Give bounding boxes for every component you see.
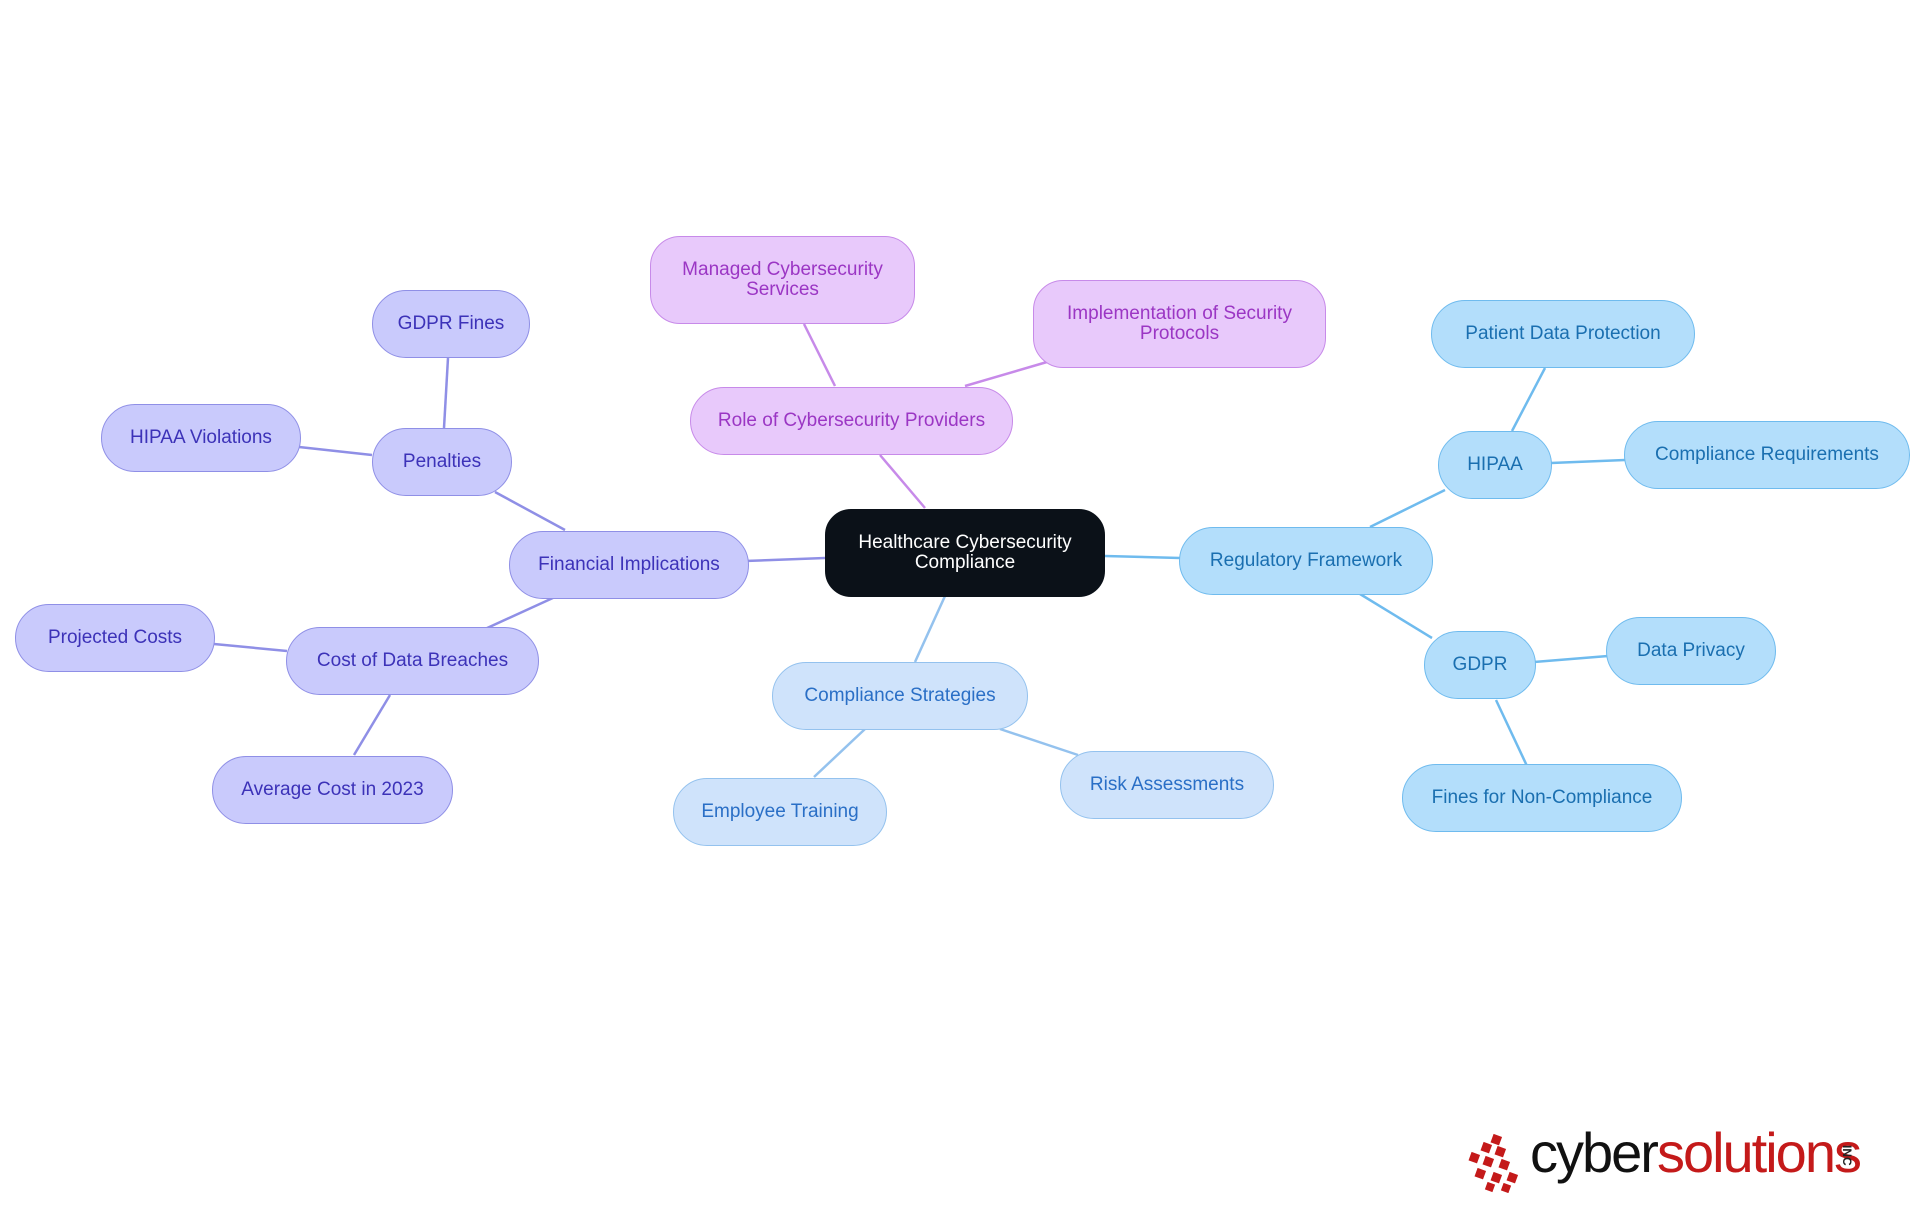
node-hipaa-violations: HIPAA Violations (101, 404, 301, 472)
link-gdpr-fines (1494, 699, 1529, 767)
link-hipaa-requirements (1550, 458, 1626, 465)
link-center-providers (879, 454, 926, 509)
link-providers-implementation (964, 360, 1048, 388)
link-strategies-risk (999, 727, 1079, 757)
node-penalties: Penalties (372, 428, 512, 496)
node-compliance-strategies: Compliance Strategies (772, 662, 1028, 730)
node-managed-services: Managed Cybersecurity Services (650, 236, 915, 324)
node-regulatory-framework: Regulatory Framework (1179, 527, 1433, 595)
link-center-strategies (913, 595, 947, 663)
logo-mark-icon (1468, 1133, 1519, 1193)
node-data-privacy: Data Privacy (1606, 617, 1776, 685)
node-financial-implications: Financial Implications (509, 531, 749, 599)
link-providers-managed (802, 323, 837, 387)
logo-wordmark: cybersolutions (1530, 1121, 1862, 1184)
link-center-financial (744, 556, 826, 563)
node-compliance-requirements: Compliance Requirements (1624, 421, 1910, 489)
node-gdpr: GDPR (1424, 631, 1536, 699)
node-role-of-providers: Role of Cybersecurity Providers (690, 387, 1013, 455)
link-regulatory-gdpr (1359, 592, 1433, 640)
node-employee-training: Employee Training (673, 778, 887, 846)
center-node: Healthcare Cybersecurity Compliance (825, 509, 1105, 597)
logo-word-cyber: cyber (1530, 1121, 1659, 1184)
link-penalties-hipaa-violations (298, 445, 373, 457)
link-financial-penalties (494, 490, 566, 532)
node-fines-non-compliance: Fines for Non-Compliance (1402, 764, 1682, 832)
node-average-cost-2023: Average Cost in 2023 (212, 756, 453, 824)
node-projected-costs: Projected Costs (15, 604, 215, 672)
logo-word-solutions: solutions (1656, 1121, 1862, 1184)
link-financial-cost (484, 595, 556, 631)
node-risk-assessments: Risk Assessments (1060, 751, 1274, 819)
node-gdpr-fines: GDPR Fines (372, 290, 530, 358)
link-cost-projected (213, 642, 288, 653)
link-regulatory-hipaa (1369, 488, 1446, 529)
cybersolutions-logo: cybersolutions INC (1462, 1115, 1882, 1195)
logo-inc: INC (1840, 1145, 1854, 1166)
link-gdpr-privacy (1533, 654, 1609, 664)
node-hipaa: HIPAA (1438, 431, 1552, 499)
node-cost-of-data-breaches: Cost of Data Breaches (286, 627, 539, 695)
link-hipaa-patient (1510, 367, 1547, 432)
node-patient-data-protection: Patient Data Protection (1431, 300, 1695, 368)
link-penalties-gdpr-fines (442, 357, 450, 429)
link-cost-average (352, 694, 392, 756)
node-security-protocols: Implementation of Security Protocols (1033, 280, 1326, 368)
link-strategies-training (813, 728, 866, 778)
link-center-regulatory (1104, 554, 1181, 560)
